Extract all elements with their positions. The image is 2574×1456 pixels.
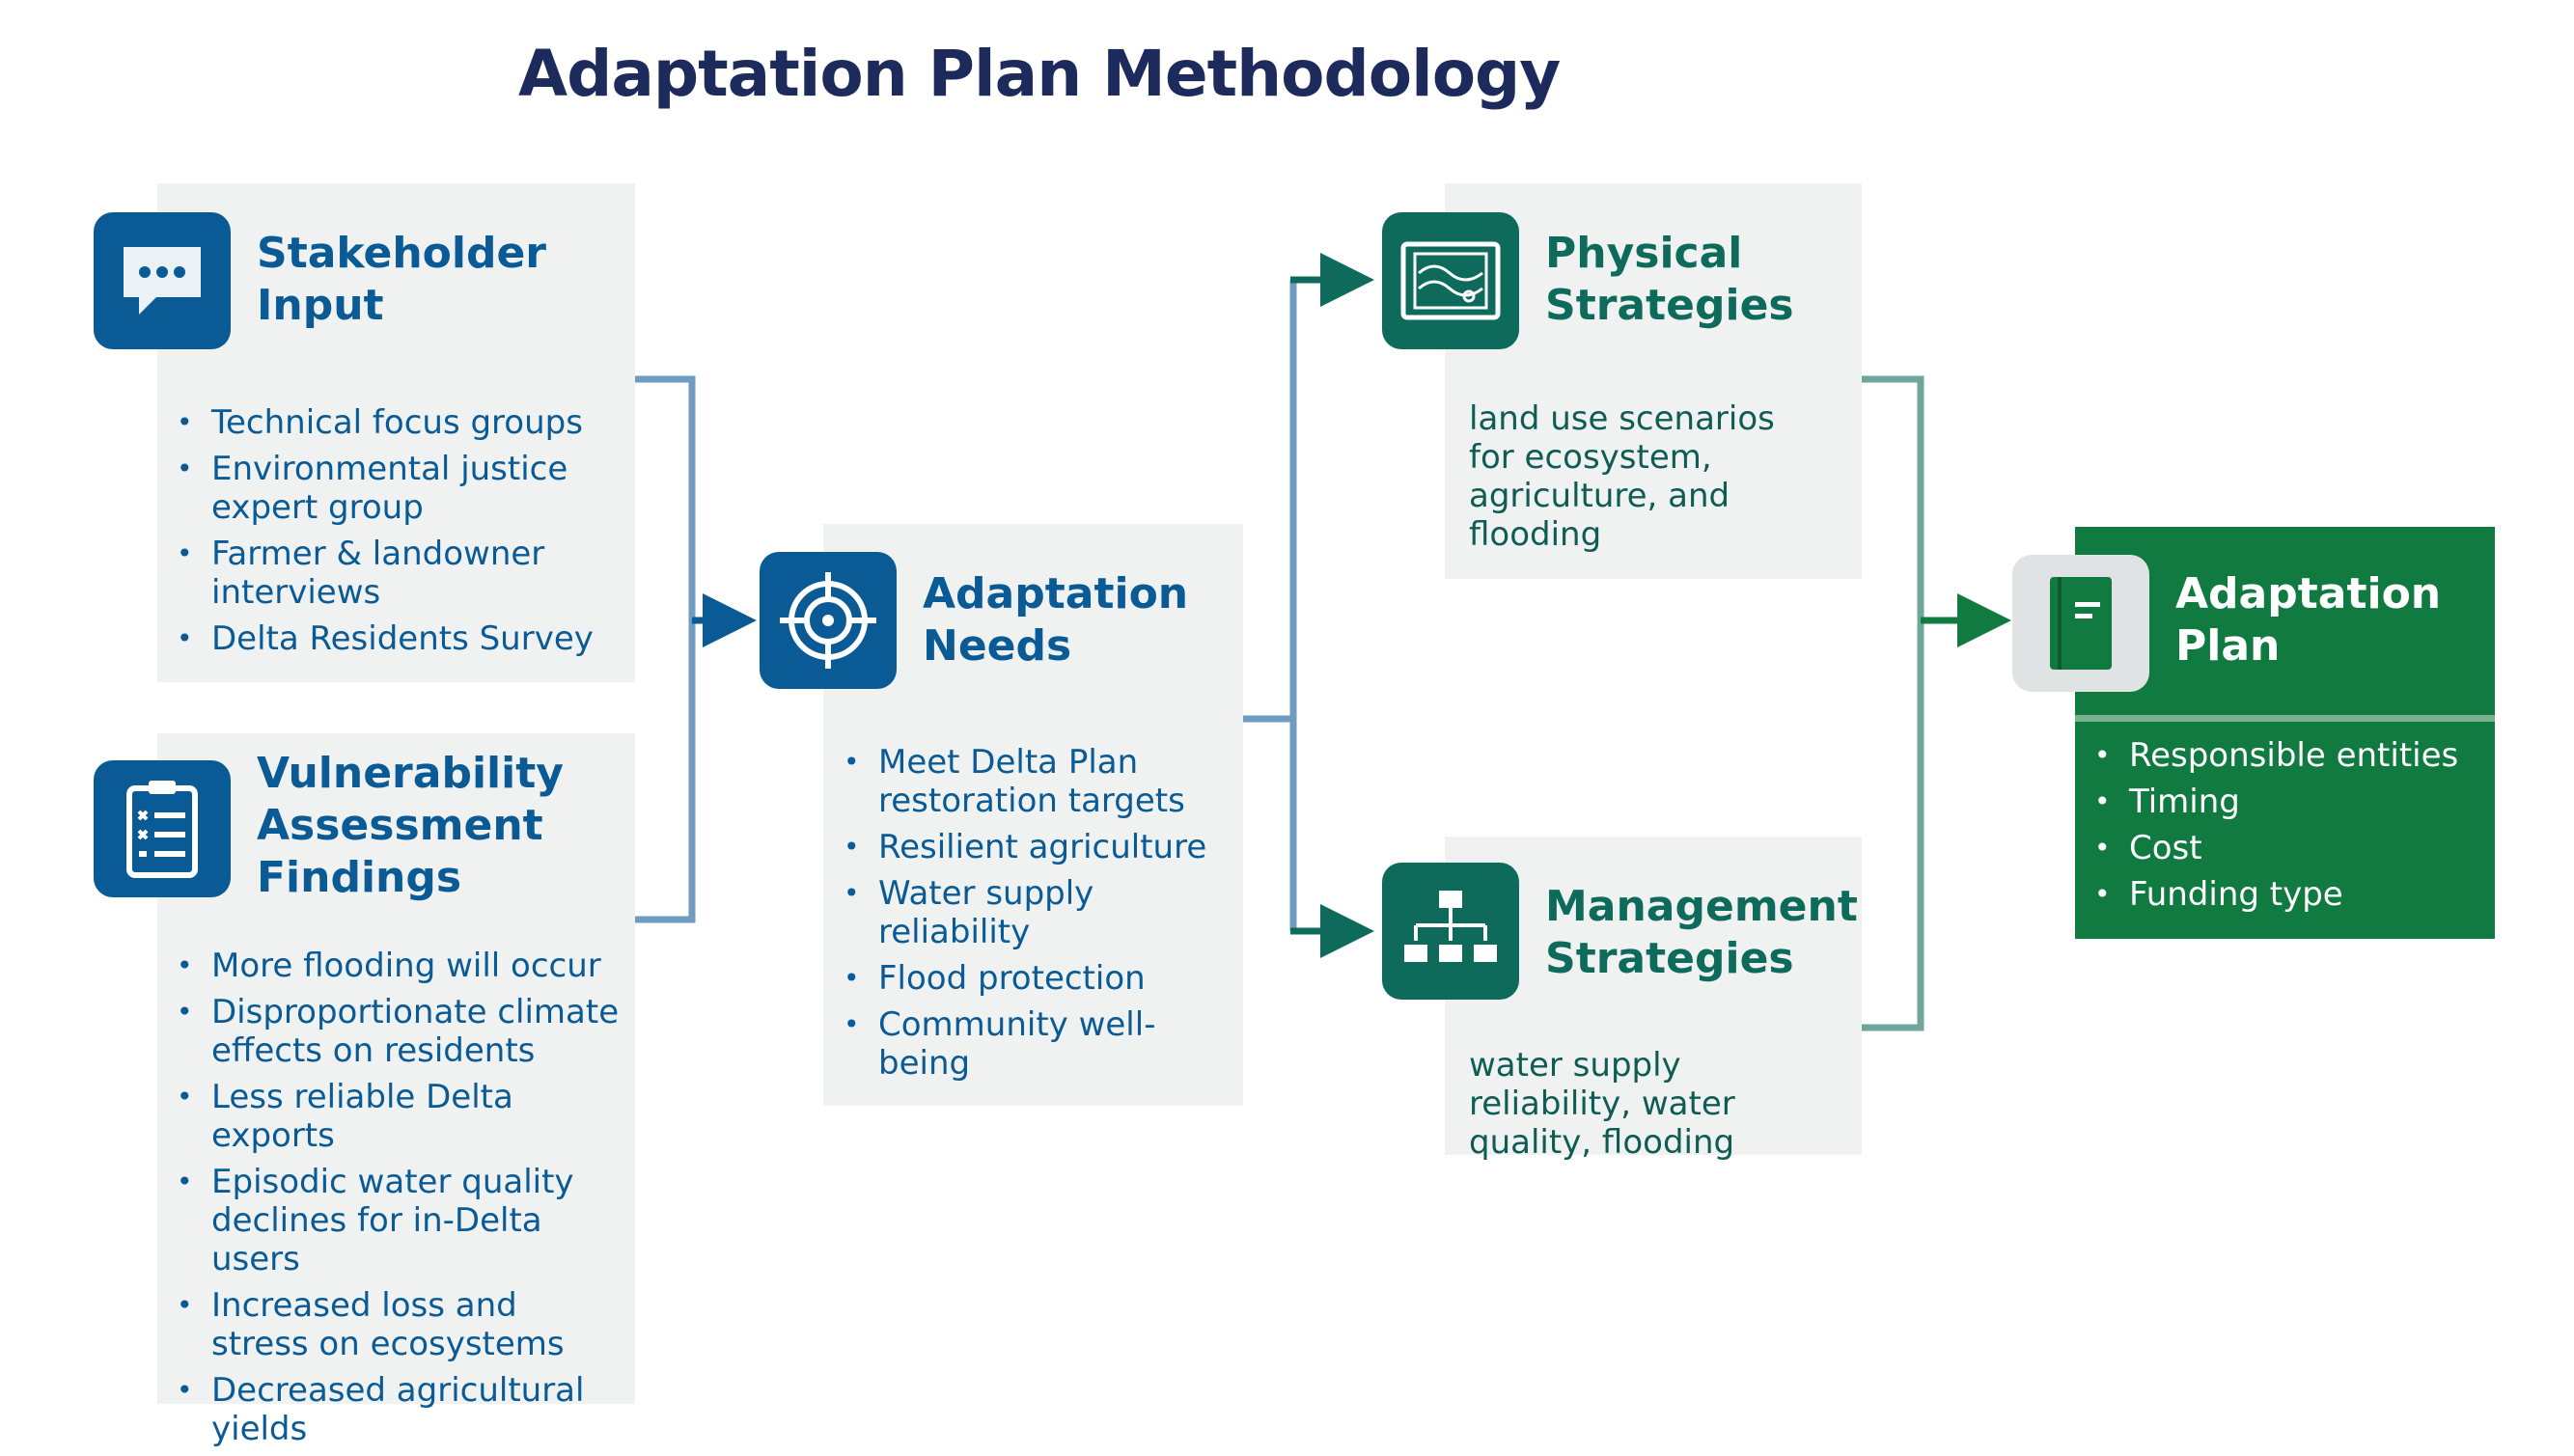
plan-heading: Adaptation Plan [2175, 569, 2442, 671]
map-blueprint-icon [1382, 212, 1519, 349]
list-item: Increased loss and stress on ecosystems [159, 1286, 623, 1363]
list-item: Episodic water quality declines for in-D… [159, 1163, 623, 1278]
list-item: Delta Residents Survey [159, 619, 623, 658]
book-icon [2012, 555, 2149, 692]
target-icon [760, 552, 897, 689]
vulnerability-list: More flooding will occur Disproportionat… [159, 947, 623, 1456]
list-item: More flooding will occur [159, 947, 623, 985]
list-item: Responsible entities [2077, 736, 2482, 775]
clipboard-checklist-icon [94, 760, 231, 897]
list-item: Less reliable Delta exports [159, 1078, 623, 1155]
org-chart-icon [1382, 863, 1519, 1000]
list-item: Technical focus groups [159, 403, 623, 442]
needs-list: Meet Delta Plan restoration targets Resi… [826, 743, 1232, 1090]
list-item: Farmer & landowner interviews [159, 535, 623, 612]
stakeholder-list: Technical focus groups Environmental jus… [159, 403, 623, 666]
stakeholder-heading: Stakeholder Input [257, 229, 547, 330]
list-item: Resilient agriculture [826, 828, 1232, 866]
list-item: Cost [2077, 829, 2482, 867]
list-item: Timing [2077, 783, 2482, 821]
plan-list: Responsible entities Timing Cost Funding… [2077, 736, 2482, 921]
list-item: Decreased agricultural yields [159, 1371, 623, 1448]
list-item: Flood protection [826, 959, 1232, 998]
physical-description: land use scenarios for ecosystem, agricu… [1469, 399, 1775, 554]
management-heading: Management Strategies [1545, 882, 1858, 983]
list-item: Environmental justice expert group [159, 450, 623, 527]
list-item: Disproportionate climate effects on resi… [159, 993, 623, 1070]
plan-divider [2075, 715, 2495, 722]
page-title: Adaptation Plan Methodology [518, 37, 1561, 111]
list-item: Community well-being [826, 1005, 1232, 1083]
list-item: Water supply reliability [826, 874, 1232, 951]
needs-heading: Adaptation Needs [923, 569, 1189, 671]
vulnerability-heading: Vulnerability Assessment Findings [257, 749, 564, 902]
chat-bubble-icon [94, 212, 231, 349]
list-item: Funding type [2077, 875, 2482, 914]
physical-heading: Physical Strategies [1545, 229, 1794, 330]
list-item: Meet Delta Plan restoration targets [826, 743, 1232, 820]
management-description: water supply reliability, water quality,… [1469, 1046, 1735, 1162]
